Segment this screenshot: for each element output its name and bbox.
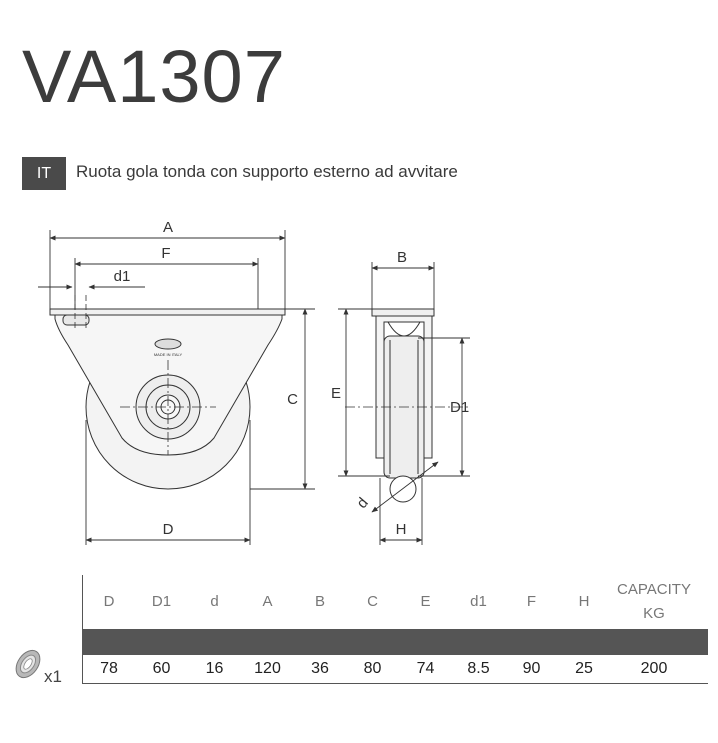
language-badge: IT <box>22 157 66 190</box>
mounting-hole <box>62 314 90 326</box>
value-d1: 8.5 <box>467 660 490 677</box>
header-d1: d1 <box>470 593 487 610</box>
header-D: D <box>103 593 115 610</box>
dim-label-D1: D1 <box>450 399 469 416</box>
value-C: 80 <box>363 660 382 677</box>
dim-label-E: E <box>331 385 341 402</box>
dim-label-d1: d1 <box>114 268 131 285</box>
mounting-flange <box>49 308 286 316</box>
value-D: 78 <box>100 660 118 677</box>
dim-label-F: F <box>161 245 170 262</box>
value-D1: 60 <box>152 660 171 677</box>
logo-mark <box>154 338 182 350</box>
dim-label-C: C <box>287 391 298 408</box>
technical-drawing: MADE IN ITALY A F d1 C D <box>38 219 470 545</box>
header-H: H <box>578 593 590 610</box>
value-F: 90 <box>522 660 541 677</box>
value-H: 25 <box>575 660 593 677</box>
value-A: 120 <box>254 660 281 677</box>
product-code: VA1307 <box>22 35 286 118</box>
header-E: E <box>420 593 431 610</box>
header-A: A <box>262 593 273 610</box>
front-view <box>49 295 286 490</box>
dim-label-H: H <box>396 521 407 538</box>
product-description: Ruota gola tonda con supporto esterno ad… <box>76 162 458 181</box>
table-row: 78 60 16 120 36 80 74 8.5 90 25 200 <box>83 655 708 683</box>
header-C: C <box>367 593 378 610</box>
header-d: d <box>210 593 219 610</box>
header-D1: D1 <box>151 593 172 610</box>
value-E: 74 <box>416 660 435 677</box>
dim-label-D: D <box>163 521 174 538</box>
header-F: F <box>526 593 537 610</box>
bearing-icon <box>15 649 41 679</box>
accessory-quantity: x1 <box>44 667 62 686</box>
table-band <box>83 629 708 655</box>
dim-label-A: A <box>163 219 173 236</box>
logo-text: MADE IN ITALY <box>154 352 183 357</box>
dim-label-B: B <box>397 249 407 266</box>
side-view <box>345 308 470 503</box>
value-B: 36 <box>311 660 329 677</box>
value-capacity: 200 <box>640 660 668 677</box>
dim-label-d: d <box>353 494 371 511</box>
header-B: B <box>314 593 325 610</box>
value-d: 16 <box>205 660 224 677</box>
